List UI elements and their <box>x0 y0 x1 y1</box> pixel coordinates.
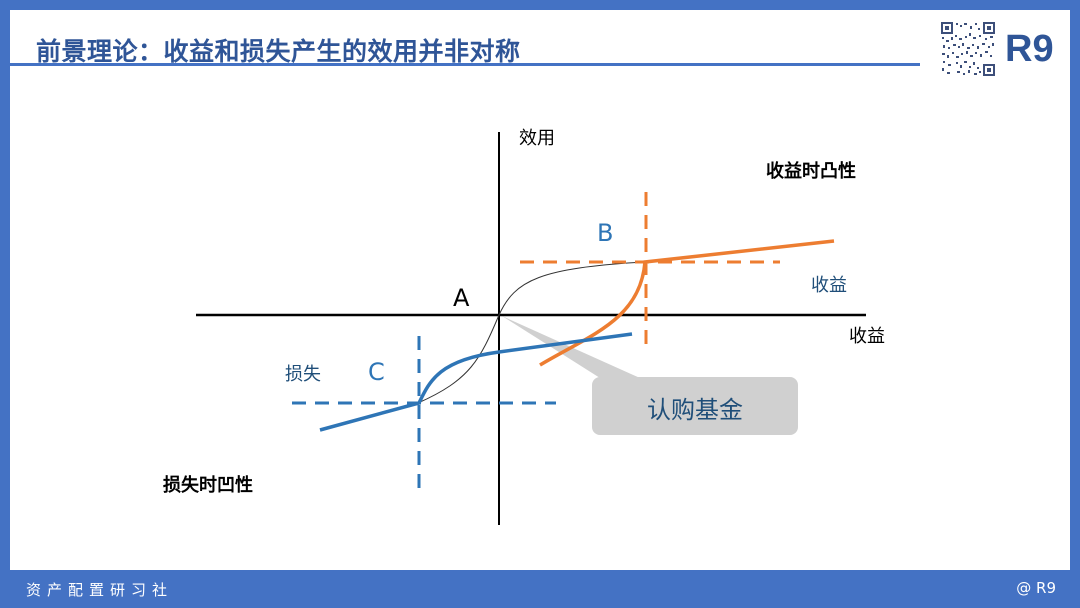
page-title: 前景理论：收益和损失产生的效用并非对称 <box>36 37 521 66</box>
callout-box-bg <box>592 377 798 435</box>
slide-canvas: 前景理论：收益和损失产生的效用并非对称 R9 <box>10 10 1070 570</box>
gain-label: 收益 <box>811 275 847 296</box>
y-axis-label: 效用 <box>519 128 555 149</box>
point-b-label: B <box>597 219 614 247</box>
qr-code-icon <box>940 21 996 77</box>
loss-label: 损失 <box>285 364 321 385</box>
gain-convexity-label: 收益时凸性 <box>766 161 856 182</box>
gain-curve <box>539 239 835 367</box>
footer-org-name: 资产配置研习社 <box>26 581 174 599</box>
footer-brand: @ R9 <box>1016 579 1056 597</box>
point-c-label: C <box>368 358 385 386</box>
origin-label: A <box>453 284 470 312</box>
callout-subscribe-fund: 认购基金 <box>647 396 743 424</box>
loss-curve <box>319 332 633 432</box>
x-axis-label: 收益 <box>849 326 885 347</box>
brand-logo: R9 <box>1005 28 1054 70</box>
title-divider <box>10 63 920 66</box>
value-function-curve <box>417 261 646 404</box>
loss-concavity-label: 损失时凹性 <box>163 475 253 496</box>
